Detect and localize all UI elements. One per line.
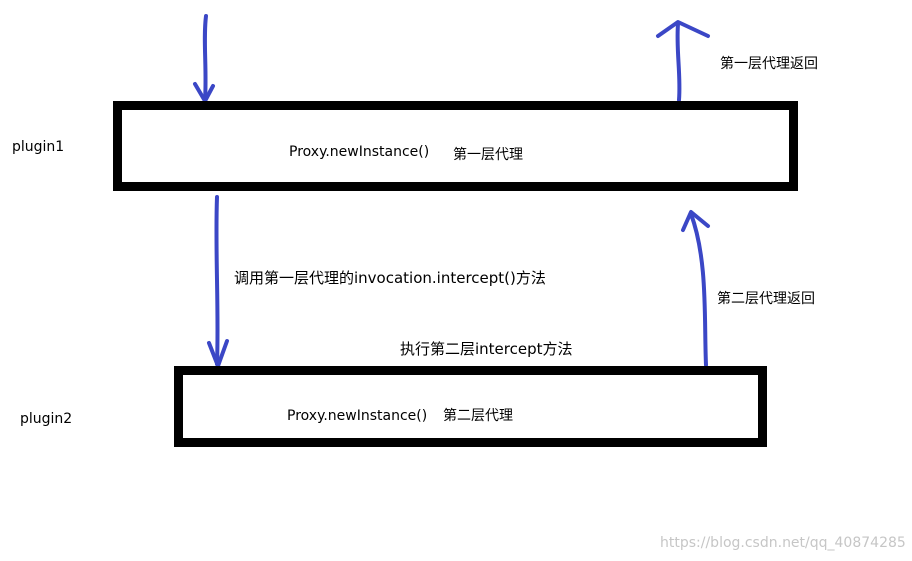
plugin2-proxy-box: Proxy.newInstance() 第二层代理 <box>174 366 767 447</box>
return-first-up-arrowhead <box>656 20 710 38</box>
return-first-label: 第一层代理返回 <box>720 56 818 72</box>
return-first-up-arrow <box>675 22 682 102</box>
plugin1-label: plugin1 <box>12 139 65 155</box>
call-down-arrow <box>214 195 220 366</box>
plugin2-label: plugin2 <box>20 411 73 427</box>
plugin2-proxy-text: 第二层代理 <box>443 408 513 424</box>
plugin1-method-text: Proxy.newInstance() <box>289 144 430 160</box>
return-second-up-arrowhead <box>681 210 710 232</box>
incoming-down-arrow <box>202 14 208 102</box>
exec-second-label: 执行第二层intercept方法 <box>400 340 573 358</box>
plugin1-proxy-text: 第一层代理 <box>453 147 523 163</box>
csdn-watermark: https://blog.csdn.net/qq_40874285 <box>660 535 906 551</box>
return-second-label: 第二层代理返回 <box>717 291 815 307</box>
call-intercept-label: 调用第一层代理的invocation.intercept()方法 <box>234 269 546 287</box>
return-second-up-arrow <box>689 212 708 367</box>
plugin1-proxy-box: Proxy.newInstance() 第一层代理 <box>113 101 798 191</box>
plugin2-method-text: Proxy.newInstance() <box>287 408 428 424</box>
